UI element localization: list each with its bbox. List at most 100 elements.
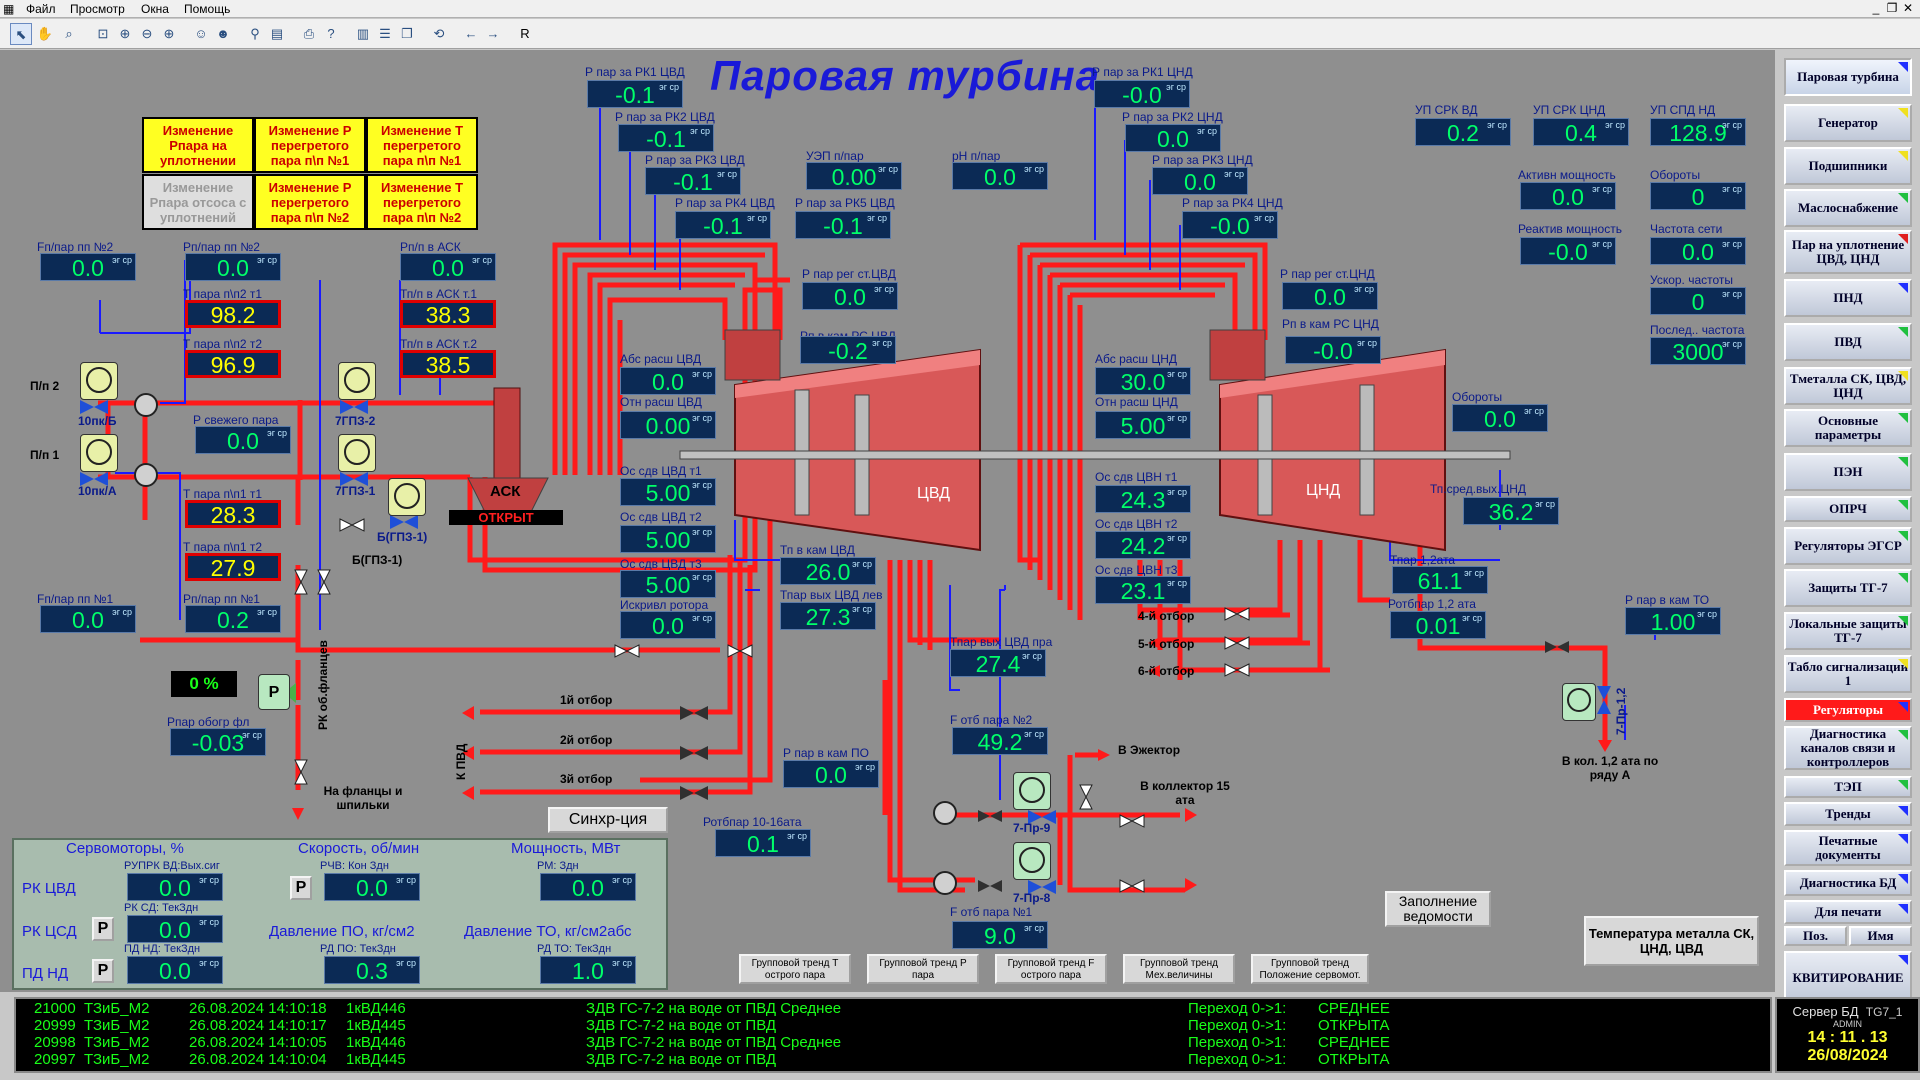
- metal-temp-button[interactable]: Температура металла СК, ЦНД, ЦВД: [1584, 916, 1759, 966]
- trend-button-1[interactable]: Групповой тренд Т острого пара: [739, 954, 851, 984]
- nav-button-1[interactable]: Генератор: [1784, 104, 1912, 142]
- trend-button-3[interactable]: Групповой тренд F острого пара: [995, 954, 1107, 984]
- p-button-pdnd[interactable]: Р: [92, 959, 114, 983]
- forward-icon[interactable]: →: [486, 26, 500, 41]
- yellow-btn-2[interactable]: Изменение Р перегретого пара п\п №1: [254, 117, 366, 173]
- back-icon[interactable]: ←: [464, 26, 478, 41]
- gauge-icon[interactable]: [80, 362, 118, 400]
- nav-button-4[interactable]: Пар на уплотнение ЦВД, ЦНД: [1784, 230, 1912, 274]
- minimize-icon[interactable]: _: [1872, 1, 1880, 15]
- restore-icon[interactable]: ❐: [1886, 1, 1898, 15]
- nav-button-15[interactable]: Регуляторы: [1784, 698, 1912, 722]
- regulator-icon[interactable]: Р: [258, 674, 290, 710]
- nav-button-0[interactable]: Паровая турбина: [1784, 58, 1912, 96]
- gauge-icon[interactable]: [338, 434, 376, 472]
- nav-button-18[interactable]: Тренды: [1784, 802, 1912, 826]
- nav-button-20[interactable]: Диагностика БД: [1784, 870, 1912, 896]
- zoom-icon[interactable]: ⌕: [65, 26, 73, 41]
- menu-help[interactable]: Помощь: [184, 2, 231, 16]
- nav-button-11[interactable]: Регуляторы ЭГСР: [1784, 527, 1912, 565]
- yellow-btn-5[interactable]: Изменение Р перегретого пара п\п №2: [254, 174, 366, 230]
- app-icon[interactable]: ▦: [3, 2, 15, 16]
- gauge-icon[interactable]: [388, 478, 426, 516]
- label-rdto: РД ТО: ТекЗдн: [537, 943, 612, 955]
- user-icon[interactable]: ☻: [216, 26, 230, 41]
- yellow-btn-1[interactable]: Изменение Рпара на уплотнении: [142, 117, 254, 173]
- nav-button-8[interactable]: Основные параметры: [1784, 409, 1912, 447]
- nav-button-9[interactable]: ПЭН: [1784, 453, 1912, 491]
- label-ppp1: Рп/пар пп №1: [183, 592, 260, 606]
- tile-icon[interactable]: ☰: [379, 26, 391, 41]
- value-text: -0.1: [646, 126, 686, 152]
- gauge-icon[interactable]: [1013, 842, 1051, 880]
- nav-button-24[interactable]: КВИТИРОВАНИЕ: [1784, 951, 1912, 1005]
- help-icon[interactable]: ?: [327, 26, 335, 41]
- value-text: 0.0: [984, 164, 1016, 190]
- nav-button-7[interactable]: Тметалла СК, ЦВД, ЦНД: [1784, 367, 1912, 405]
- binoculars-icon[interactable]: ⚲: [250, 26, 260, 41]
- nav-button-5[interactable]: ПНД: [1784, 279, 1912, 317]
- nav-button-14[interactable]: Табло сигнализации 1: [1784, 655, 1912, 693]
- nav-button-13[interactable]: Локальные защиты ТГ-7: [1784, 612, 1912, 650]
- nav-button-23[interactable]: Имя: [1849, 926, 1912, 946]
- unit-label: эг ср: [1024, 729, 1044, 739]
- value-text: 3000: [1672, 339, 1724, 365]
- gauge-icon[interactable]: [338, 362, 376, 400]
- r-button[interactable]: R: [520, 26, 530, 41]
- nav-button-3[interactable]: Маслоснабжение: [1784, 189, 1912, 227]
- menu-windows[interactable]: Окна: [141, 2, 169, 16]
- p-button-csd[interactable]: Р: [92, 917, 114, 941]
- nav-button-16[interactable]: Диагностика каналов связи и контроллеров: [1784, 726, 1912, 770]
- nav-button-12[interactable]: Защиты ТГ-7: [1784, 569, 1912, 607]
- corner-indicator-icon: [1898, 371, 1908, 381]
- trend-button-2[interactable]: Групповой тренд Р пара: [867, 954, 979, 984]
- hand-icon[interactable]: ✋: [36, 26, 54, 41]
- zoom-area-icon[interactable]: ⊕: [119, 26, 131, 41]
- nav-button-6[interactable]: ПВД: [1784, 323, 1912, 361]
- unit-label: эг ср: [878, 164, 898, 174]
- pointer-icon[interactable]: ⬉: [10, 23, 32, 45]
- gauge-icon[interactable]: [1013, 772, 1051, 810]
- station-label: TG7_1: [1865, 1005, 1903, 1019]
- list-icon[interactable]: ▤: [270, 26, 284, 41]
- trend-button-5[interactable]: Групповой тренд Положение сервомот.: [1251, 954, 1369, 984]
- fit-icon[interactable]: ⊡: [97, 26, 109, 41]
- label-task2: Тп/п в АСК т.2: [400, 337, 478, 351]
- zoom-out-icon[interactable]: ⊖: [141, 26, 153, 41]
- value-text: -0.03: [191, 730, 245, 756]
- users-icon[interactable]: ☺: [194, 26, 208, 41]
- print-icon[interactable]: ⎙: [303, 26, 315, 41]
- refresh-icon[interactable]: ⟲: [433, 26, 445, 41]
- nav-button-10[interactable]: ОПРЧ: [1784, 496, 1912, 522]
- label-rchv: РЧВ: Кон Здн: [320, 860, 389, 872]
- nav-button-17[interactable]: ТЭП: [1784, 776, 1912, 798]
- menu-file[interactable]: Файл: [26, 2, 56, 16]
- p-button-speed[interactable]: Р: [290, 876, 312, 900]
- trend-button-4[interactable]: Групповой тренд Мех.величины: [1123, 954, 1235, 984]
- cascade-icon[interactable]: ❐: [401, 26, 413, 41]
- yellow-btn-6[interactable]: Изменение Т перегретого пара п\п №2: [366, 174, 478, 230]
- label-gpp1: Fп/пар пп №1: [37, 592, 114, 606]
- nav-button-2[interactable]: Подшипники: [1784, 147, 1912, 185]
- yellow-btn-3[interactable]: Изменение Т перегретого пара п\п №1: [366, 117, 478, 173]
- nav-button-21[interactable]: Для печати: [1784, 900, 1912, 924]
- nav-button-22[interactable]: Поз.: [1784, 926, 1847, 946]
- label-rdpo: РД ПО: ТекЗдн: [320, 943, 396, 955]
- log-cell: Переход 0->1:: [1188, 1051, 1287, 1068]
- yellow-btn-4[interactable]: Изменение Рпара отсоса с уплотнений: [142, 174, 254, 230]
- nav-button-19[interactable]: Печатные документы: [1784, 830, 1912, 866]
- window-icon[interactable]: ▥: [356, 26, 370, 41]
- close-icon[interactable]: ✕: [1902, 1, 1914, 15]
- label-tvyhl: Тпар вых ЦВД лев: [780, 588, 883, 602]
- menu-view[interactable]: Просмотр: [70, 2, 125, 16]
- fill-button[interactable]: Заполнение ведомости: [1385, 891, 1491, 927]
- sync-button[interactable]: Синхр-ция: [548, 807, 668, 833]
- value-text: 5.00: [645, 480, 691, 506]
- gauge-icon[interactable]: [1562, 683, 1596, 721]
- gauge-icon[interactable]: [80, 434, 118, 472]
- zoom-in-icon[interactable]: ⊕: [163, 26, 175, 41]
